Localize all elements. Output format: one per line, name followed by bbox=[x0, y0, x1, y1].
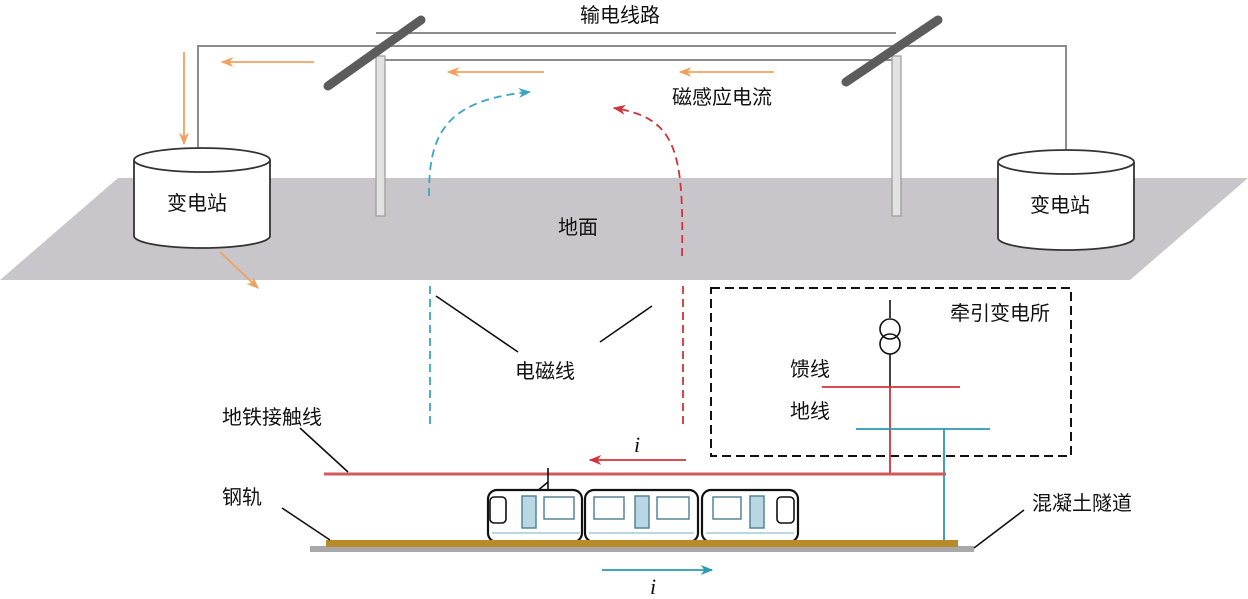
label-feeder: 馈线 bbox=[790, 357, 830, 381]
label-power-line: 输电线路 bbox=[580, 3, 660, 27]
field-line-red-upper bbox=[612, 104, 684, 257]
field-label-leader-left bbox=[435, 295, 519, 353]
contact-line-label-leader bbox=[299, 427, 349, 473]
label-ground: 地面 bbox=[558, 215, 598, 239]
label-current-upper: i bbox=[634, 432, 640, 457]
transformer-symbol bbox=[879, 300, 901, 388]
ground-plane bbox=[0, 178, 1248, 280]
field-line-cyan-upper bbox=[428, 87, 532, 197]
label-current-lower: i bbox=[650, 574, 656, 599]
label-substation-left: 变电站 bbox=[167, 191, 227, 215]
label-contact-line: 地铁接触线 bbox=[222, 405, 322, 429]
train bbox=[486, 488, 800, 544]
train-car-2 bbox=[583, 488, 700, 544]
train-car-3 bbox=[700, 488, 800, 544]
induced-arrow-ground bbox=[219, 251, 259, 289]
label-substation-right: 变电站 bbox=[1030, 193, 1090, 217]
substation-right bbox=[997, 149, 1135, 251]
label-ground-wire: 地线 bbox=[790, 399, 830, 423]
power-line-wires bbox=[197, 32, 1067, 160]
substation-left bbox=[133, 147, 271, 249]
label-field-lines: 电磁线 bbox=[515, 359, 575, 383]
label-induced-current: 磁感应电流 bbox=[672, 85, 772, 109]
label-traction-substation: 牵引变电所 bbox=[950, 301, 1050, 325]
rail-label-leader bbox=[281, 507, 331, 541]
tower-right bbox=[841, 15, 943, 217]
traction-substation-box bbox=[710, 287, 1072, 457]
field-label-leader-right bbox=[599, 305, 653, 343]
label-tunnel: 混凝土隧道 bbox=[1032, 491, 1132, 515]
tunnel-label-leader bbox=[973, 509, 1025, 549]
train-car-1 bbox=[486, 488, 584, 544]
tower-left bbox=[323, 15, 426, 217]
tunnel-base bbox=[310, 546, 974, 552]
induced-current-arrows bbox=[178, 52, 774, 289]
label-rail: 钢轨 bbox=[222, 485, 262, 509]
rail bbox=[326, 540, 958, 547]
